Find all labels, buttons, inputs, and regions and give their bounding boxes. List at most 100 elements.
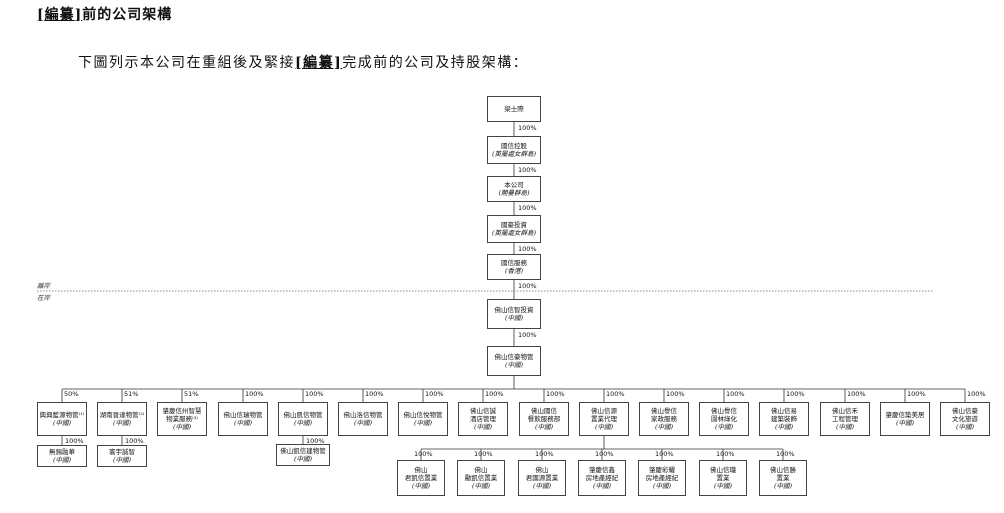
level2-percent: 100% bbox=[65, 437, 84, 445]
entity-name: 國信服務 bbox=[501, 259, 527, 267]
entity-name: 佛山凱信物管 bbox=[283, 411, 323, 419]
level1-percent: 100% bbox=[786, 390, 805, 398]
entity-box-level1: 肇慶信築美居(中國) bbox=[880, 402, 930, 436]
entity-name: 佛山 君凱信置業 bbox=[404, 466, 438, 482]
entity-name: 佛山洛信物管 bbox=[343, 411, 383, 419]
entity-name: 本公司 bbox=[504, 181, 524, 189]
entity-location: (中國) bbox=[652, 482, 672, 490]
entity-location: (開曼群島) bbox=[498, 189, 530, 197]
heading-edit-word: 編纂 bbox=[44, 7, 75, 23]
chain-percent: 100% bbox=[518, 204, 537, 212]
entity-location: (中國) bbox=[353, 419, 373, 427]
level1-percent: 100% bbox=[726, 390, 745, 398]
entity-name: 佛山信豪物管 bbox=[494, 353, 534, 361]
level1-percent: 50% bbox=[64, 390, 79, 398]
heading-rest: 前的公司架構 bbox=[82, 7, 173, 23]
entity-name: 無錫融華 bbox=[49, 448, 75, 456]
entity-location: (中國) bbox=[112, 456, 132, 464]
entity-location: (香港) bbox=[504, 267, 524, 275]
level2-percent: 100% bbox=[595, 450, 614, 458]
entity-box-level1: 佛山信悅物管(中國) bbox=[398, 402, 448, 436]
entity-box-level2: 寰宇誠智(中國) bbox=[97, 445, 147, 467]
entity-box-c5: 佛山信智投資(中國) bbox=[487, 299, 541, 329]
entity-location: (中國) bbox=[411, 482, 431, 490]
entity-location: (中國) bbox=[714, 423, 734, 431]
entity-name: 佛山信源 置業代理 bbox=[591, 407, 617, 423]
entity-name: 佛山 勵凱信置業 bbox=[464, 466, 498, 482]
section-heading: [編纂]前的公司架構 bbox=[37, 4, 172, 24]
entity-name: 佛山 君國源置業 bbox=[525, 466, 559, 482]
entity-box-c3: 國豪投資(英屬處女群島) bbox=[487, 215, 541, 243]
level2-percent: 100% bbox=[125, 437, 144, 445]
level1-percent: 100% bbox=[907, 390, 926, 398]
chain-percent: 100% bbox=[518, 331, 537, 339]
level2-percent: 100% bbox=[716, 450, 735, 458]
entity-location: (中國) bbox=[773, 482, 793, 490]
chain-percent: 100% bbox=[518, 245, 537, 253]
entity-location: (中國) bbox=[895, 419, 915, 427]
entity-location: (英屬處女群島) bbox=[491, 150, 537, 158]
chain-percent: 100% bbox=[518, 166, 537, 174]
entity-location: (中國) bbox=[293, 455, 313, 463]
chain-percent: 100% bbox=[518, 282, 537, 290]
entity-name: 肇慶信鑫 房地產經紀 bbox=[585, 466, 619, 482]
entity-box-level2: 佛山凱信建物管(中國) bbox=[276, 444, 330, 466]
entity-location: (中國) bbox=[52, 456, 72, 464]
level1-percent: 51% bbox=[184, 390, 199, 398]
entity-box-level1: 佛山國信 餐飲服務部(中國) bbox=[519, 402, 569, 436]
entity-box-level1: 肇慶信州智慧 物業服務⁽³⁾(中國) bbox=[157, 402, 207, 436]
entity-location: (英屬處女群島) bbox=[491, 229, 537, 237]
entity-name: 佛山信智投資 bbox=[494, 306, 534, 314]
entity-name: 佛山信豪 文化旅遊 bbox=[952, 407, 978, 423]
chain-percent: 100% bbox=[518, 124, 537, 132]
entity-location: (中國) bbox=[112, 419, 132, 427]
entity-name: 湖南晉達物管⁽²⁾ bbox=[99, 411, 145, 419]
entity-box-c0: 梁士際 bbox=[487, 96, 541, 122]
entity-box-level2: 佛山信瓏 置業(中國) bbox=[699, 460, 747, 496]
entity-location: (中國) bbox=[413, 419, 433, 427]
entity-name: 梁士際 bbox=[504, 105, 524, 113]
level1-percent: 100% bbox=[365, 390, 384, 398]
level1-percent: 100% bbox=[546, 390, 565, 398]
entity-location: (中國) bbox=[52, 419, 72, 427]
entity-location: (中國) bbox=[504, 314, 524, 322]
entity-name: 佛山凱信建物管 bbox=[280, 447, 326, 455]
level1-percent: 100% bbox=[606, 390, 625, 398]
entity-box-level1: 佛山信豪 文化旅遊(中國) bbox=[940, 402, 990, 436]
entity-name: 肇慶信築美居 bbox=[885, 411, 925, 419]
entity-name: 興興藍源物管⁽¹⁾ bbox=[39, 411, 85, 419]
intro-after: 完成前的公司及持股架構： bbox=[342, 55, 529, 71]
entity-location: (中國) bbox=[955, 423, 975, 431]
entity-box-level1: 興興藍源物管⁽¹⁾(中國) bbox=[37, 402, 87, 436]
entity-box-c6: 佛山信豪物管(中國) bbox=[487, 346, 541, 376]
entity-box-level2: 佛山 君凱信置業(中國) bbox=[397, 460, 445, 496]
level2-percent: 100% bbox=[414, 450, 433, 458]
entity-location: (中國) bbox=[471, 482, 491, 490]
entity-box-level2: 肇慶信鑫 房地產經紀(中國) bbox=[578, 460, 626, 496]
entity-box-level2: 佛山 勵凱信置業(中國) bbox=[457, 460, 505, 496]
entity-location: (中國) bbox=[504, 361, 524, 369]
entity-name: 佛山信禾 工程管理 bbox=[832, 407, 858, 423]
entity-box-level1: 湖南晉達物管⁽²⁾(中國) bbox=[97, 402, 147, 436]
entity-box-level1: 佛山信易 建築裝飾(中國) bbox=[759, 402, 809, 436]
heading-bracket-close: ] bbox=[74, 7, 83, 23]
offshore-label: 離岸 bbox=[37, 282, 50, 290]
level1-percent: 51% bbox=[124, 390, 139, 398]
level2-percent: 100% bbox=[535, 450, 554, 458]
onshore-label: 在岸 bbox=[37, 294, 50, 302]
level1-percent: 100% bbox=[967, 390, 986, 398]
entity-location: (中國) bbox=[713, 482, 733, 490]
entity-name: 國豪投資 bbox=[501, 221, 527, 229]
entity-location: (中國) bbox=[293, 419, 313, 427]
heading-bracket-open: [ bbox=[37, 7, 45, 23]
level1-percent: 100% bbox=[666, 390, 685, 398]
entity-box-level1: 佛山信誠 酒店管理(中國) bbox=[458, 402, 508, 436]
entity-name: 佛山譽信 園林綠化 bbox=[711, 407, 737, 423]
level1-percent: 100% bbox=[305, 390, 324, 398]
entity-location: (中國) bbox=[233, 419, 253, 427]
level2-percent: 100% bbox=[306, 437, 325, 445]
entity-location: (中國) bbox=[835, 423, 855, 431]
entity-box-c1: 國信控股(英屬處女群島) bbox=[487, 136, 541, 164]
entity-name: 肇慶彩耀 房地產經紀 bbox=[645, 466, 679, 482]
level1-percent: 100% bbox=[425, 390, 444, 398]
